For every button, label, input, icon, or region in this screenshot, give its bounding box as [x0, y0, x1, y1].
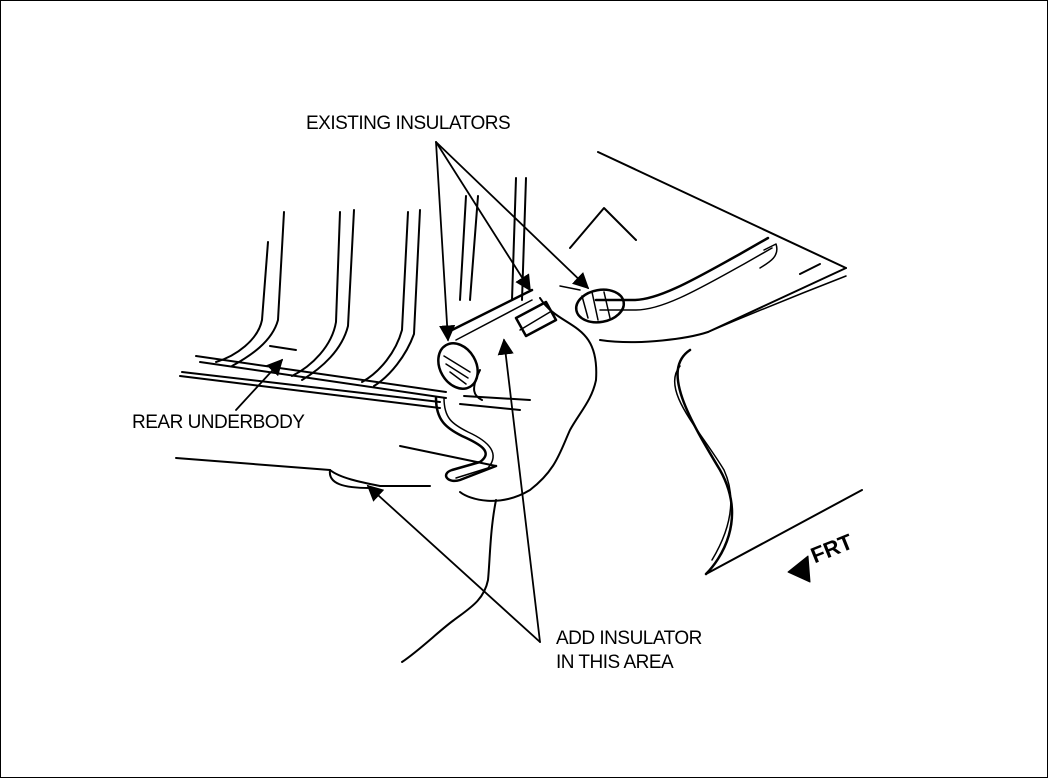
leader-rear-underbody	[235, 358, 284, 411]
front-arrow-icon	[787, 555, 811, 583]
leader-add-2	[366, 484, 541, 643]
existing-insulators-label: EXISTING INSULATORS	[306, 113, 511, 134]
leader-lines	[235, 141, 590, 643]
existing-insulator-right	[559, 285, 626, 324]
brake-line	[434, 236, 778, 483]
rear-underbody-ribs	[179, 177, 527, 409]
lower-body	[175, 445, 497, 489]
rear-underbody-label: REAR UNDERBODY	[132, 412, 305, 433]
fluid-outline	[401, 297, 598, 663]
leader-existing-1	[435, 141, 456, 342]
add-insulator-label: ADD INSULATOR	[556, 628, 702, 649]
existing-insulator-middle	[514, 300, 558, 338]
leader-existing-2	[435, 141, 531, 292]
existing-insulator-left	[437, 342, 479, 390]
body-panel	[569, 151, 863, 576]
add-insulator-area-label: IN THIS AREA	[556, 652, 674, 673]
leader-existing-3	[435, 141, 590, 290]
leader-add-1	[497, 338, 541, 643]
